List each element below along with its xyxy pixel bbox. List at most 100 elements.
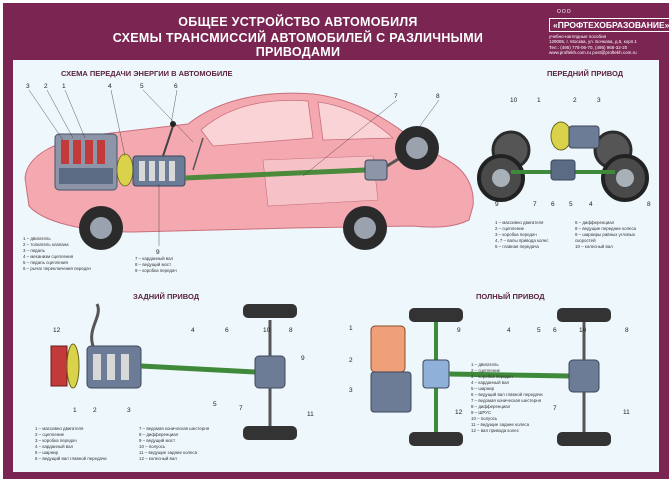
- car-diagram: 3 2 1 4 5 6 7 8 9: [24, 83, 474, 256]
- callout-front-2: 2: [573, 97, 577, 104]
- fwd-wheel-left-hub: [492, 169, 510, 187]
- door-panel: [262, 155, 379, 207]
- rear-drive-diagram: 12 1 2 3 4 5 6 7 8 9 10 11: [50, 303, 314, 440]
- awd-rear-wheel-upper: [557, 308, 611, 322]
- legend-item: 5 – главная передача: [495, 244, 539, 249]
- engine-piston: [73, 140, 81, 164]
- rwd-wheel-upper: [243, 304, 297, 318]
- callout-rear-11: 11: [307, 411, 314, 418]
- callouts-front: 10 1 2 3 9 7 6 5 4 8: [495, 97, 651, 208]
- rwd-gear: [121, 354, 129, 380]
- legend-item: 10 – полуось: [471, 416, 498, 421]
- callout-front-9: 9: [495, 201, 499, 208]
- callout-energy-5: 5: [140, 83, 144, 90]
- callouts-full: 1 2 3 12 4 5 6 7 8 9 10 11: [349, 325, 630, 416]
- callout-full-2: 2: [349, 357, 353, 364]
- legend-item: 8 – ведущий мост: [135, 262, 172, 267]
- legend-item: 9 – коробка передач: [135, 268, 177, 273]
- callout-energy-2: 2: [44, 83, 48, 90]
- clutch: [116, 153, 134, 187]
- rear-wheel-rim: [354, 217, 376, 239]
- rwd-gear: [107, 354, 115, 380]
- callout-rear-12: 12: [53, 327, 61, 334]
- legend-item: 10 – полуось: [139, 444, 166, 449]
- engine-crankcase: [59, 168, 113, 184]
- legend-item: 6 – ведущий вал главной передачи: [35, 456, 107, 461]
- legend-front-col1: 1 – массивно двигателя 2 – сцепление 3 –…: [495, 220, 575, 250]
- callout-front-1: 1: [537, 97, 541, 104]
- poster-frame: ОБЩЕЕ УСТРОЙСТВО АВТОМОБИЛЯ СХЕМЫ ТРАНСМ…: [3, 3, 672, 479]
- callout-full-8: 8: [625, 327, 629, 334]
- publisher-phone: Тел.: (495) 778-06-70, (495) 968-32-20: [549, 44, 628, 50]
- callout-front-3: 3: [597, 97, 601, 104]
- windshield: [200, 100, 314, 147]
- legend-item: 9 – ведущий мост: [139, 438, 176, 443]
- callout-full-7: 7: [553, 405, 557, 412]
- legend-item: 9 – ШРУС: [471, 410, 492, 415]
- front-drive-diagram: 10 1 2 3 9 7 6 5 4 8: [477, 97, 651, 208]
- rear-window: [317, 101, 395, 141]
- gearbox-gear: [159, 161, 165, 181]
- awd-engine: [370, 325, 406, 373]
- legend-rear-col2: 7 – ведомая коническая шестерня 8 – дифф…: [139, 426, 239, 462]
- callout-energy-3: 3: [26, 83, 30, 90]
- callout-full-3: 3: [349, 387, 353, 394]
- driveshaft: [184, 167, 366, 181]
- callout-energy-4: 4: [108, 83, 112, 90]
- legend-item: 12 – колесный вал: [139, 456, 177, 461]
- callout-full-12: 12: [455, 409, 463, 416]
- callout-energy-7: 7: [394, 93, 398, 100]
- legend-item: 8 – дифференциал: [139, 432, 179, 437]
- publisher-address: 129085, г. Москва, ул. Бочкова, д.5, кор…: [549, 39, 637, 44]
- legend-item: 4 – механизм сцепления: [23, 254, 74, 259]
- legend-item: 3 – педаль: [23, 248, 45, 253]
- legend-item: 4 – карданный вал: [35, 444, 74, 449]
- callout-full-6: 6: [553, 327, 557, 334]
- callout-rear-6: 6: [225, 327, 229, 334]
- publisher-brand: «ПРОФТЕХОБРАЗОВАНИЕ»: [549, 18, 672, 32]
- rwd-clutch: [66, 343, 80, 389]
- callout-rear-2: 2: [93, 407, 97, 414]
- gearbox-gear: [139, 161, 145, 181]
- poster-header: ОБЩЕЕ УСТРОЙСТВО АВТОМОБИЛЯ СХЕМЫ ТРАНСМ…: [3, 3, 672, 59]
- legend-item: 7 – ведомая коническая шестерня: [139, 426, 210, 431]
- engine-piston: [85, 140, 93, 164]
- legend-item: 10 – колесный вал: [575, 244, 613, 249]
- callout-front-6: 6: [551, 201, 555, 208]
- legend-item: 12 – вал привода колес: [471, 428, 519, 433]
- callout-energy-1: 1: [62, 83, 66, 90]
- callout-front-4: 4: [589, 201, 593, 208]
- callout-rear-7: 7: [239, 405, 243, 412]
- awd-front-wheel-lower: [409, 432, 463, 446]
- legend-item: 7 – ведомая коническая шестерня: [471, 398, 542, 403]
- rwd-gear-lever: [90, 303, 100, 347]
- legend-item: 1 – массивно двигателя: [35, 426, 84, 431]
- legend-item: 1 – двигатель: [23, 236, 51, 241]
- engine-piston: [97, 140, 105, 164]
- callout-energy-6: 6: [174, 83, 178, 90]
- callout-full-1: 1: [349, 325, 353, 332]
- legend-item: 3 – коробка передач: [471, 374, 513, 379]
- callout-rear-8: 8: [289, 327, 293, 334]
- callout-full-10: 10: [579, 327, 587, 334]
- callout-rear-9: 9: [301, 355, 305, 362]
- callout-rear-1: 1: [73, 407, 77, 414]
- legend-energy-col1: 1 – двигатель 2 – толкатель клапана 3 – …: [23, 236, 133, 272]
- legend-item: 1 – массивно двигателя: [495, 220, 544, 225]
- legend-full-col1: 1 – двигатель 2 – сцепление 3 – коробка …: [471, 362, 561, 434]
- legend-item: 5 – шарнир: [35, 450, 59, 455]
- legend-item: 6 – дифференциал: [575, 220, 615, 225]
- legend-item: 6 – ведущий вал главной передачи: [471, 392, 543, 397]
- legend-front-col2: 6 – дифференциал 8 – ведущие передние ко…: [575, 220, 655, 250]
- gear-lever: [162, 125, 174, 157]
- legend-item: 4 – карданный вал: [471, 380, 510, 385]
- legend-item: 9 – шарниры равных угловых скоростей: [575, 232, 636, 243]
- rwd-engine-flywheel: [50, 345, 68, 387]
- content-panel: СХЕМА ПЕРЕДАЧИ ЭНЕРГИИ В АВТОМОБИЛЕ ПЕРЕ…: [13, 60, 659, 472]
- legend-item: 2 – сцепление: [495, 226, 525, 231]
- rwd-driveshaft: [140, 363, 256, 375]
- legend-item: 5 – педаль сцепления: [23, 260, 68, 265]
- section-title-rear: ЗАДНИЙ ПРИВОД: [133, 292, 200, 301]
- section-title-full: ПОЛНЫЙ ПРИВОД: [476, 292, 545, 301]
- gear-lever-knob: [170, 121, 176, 127]
